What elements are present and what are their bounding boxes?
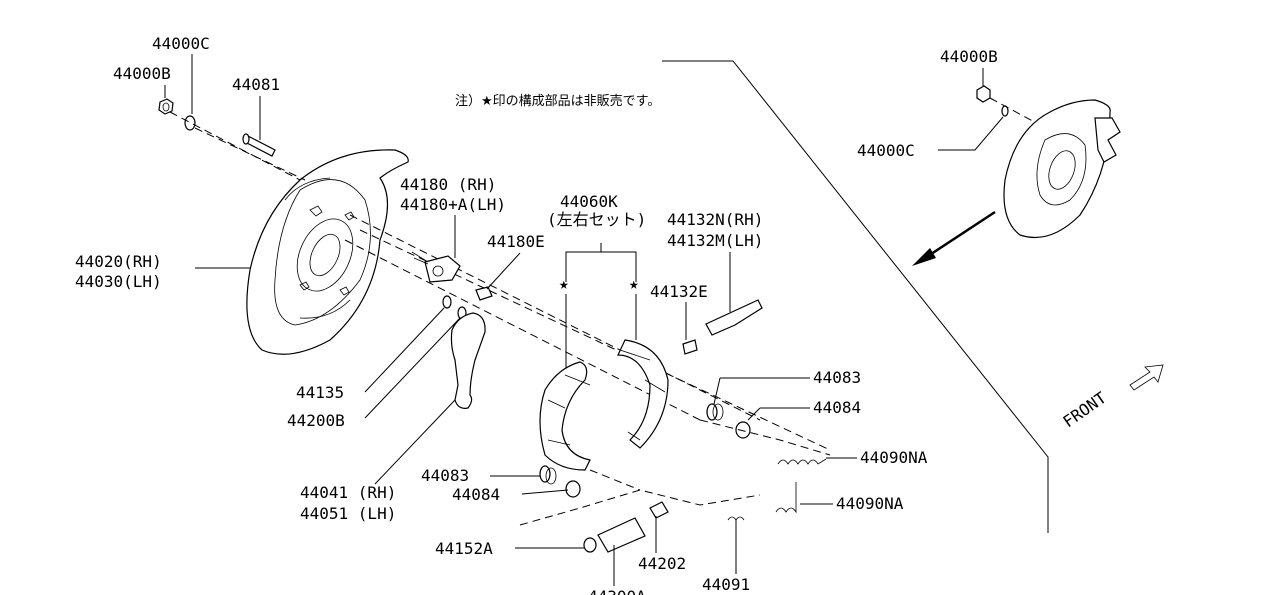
label-44132M: 44132M(LH) <box>667 231 763 250</box>
washer-44135 <box>442 295 452 309</box>
label-44000C-right: 44000C <box>857 141 915 160</box>
adjuster-44180 <box>411 251 461 283</box>
assembly-line <box>359 229 831 451</box>
front-arrow-icon <box>1129 364 1164 391</box>
label-44030: 44030(LH) <box>75 272 162 291</box>
leader-line <box>486 252 521 290</box>
backing-plate-assembly-inset <box>1003 99 1121 239</box>
label-44000B-right: 44000B <box>940 47 998 66</box>
brake-shoe-front <box>539 361 591 471</box>
label-44060K-sub: (左右セット) <box>547 210 646 229</box>
lever-44041 <box>450 312 486 409</box>
note-text: 注）★印の構成部品は非販売です。 <box>455 93 660 109</box>
label-44084-left: 44084 <box>452 485 500 504</box>
label-44020: 44020(RH) <box>75 252 162 271</box>
washer-44000C-left <box>184 115 196 131</box>
label-44060K: 44060K <box>560 192 618 211</box>
clip-44180E <box>475 286 493 301</box>
label-44000C-left: 44000C <box>152 34 210 53</box>
label-44180-rh: 44180 (RH) <box>400 175 496 194</box>
brake-shoe-rear <box>617 339 669 449</box>
label-44083-right: 44083 <box>813 368 861 387</box>
inset-divider <box>662 60 1049 533</box>
cap-44084-left <box>565 480 581 498</box>
adjuster-assembly-44300A <box>583 501 669 553</box>
label-44135: 44135 <box>296 383 344 402</box>
label-44180E: 44180E <box>487 232 545 251</box>
label-44152A: 44152A <box>435 539 493 558</box>
leader-line <box>374 399 456 485</box>
leader-line <box>364 307 445 393</box>
label-44180-lh: 44180+A(LH) <box>400 195 506 214</box>
label-44200B: 44200B <box>287 411 345 430</box>
direction-arrow <box>912 210 996 266</box>
assembly-line <box>169 111 301 181</box>
label-44090NA-1: 44090NA <box>860 448 928 467</box>
star-marker-right: ★ <box>629 274 639 293</box>
label-44202: 44202 <box>638 554 686 573</box>
leader-line <box>747 407 761 421</box>
spring-44090NA-2 <box>775 482 797 514</box>
nut-44000B-left <box>158 98 174 115</box>
label-44084-right: 44084 <box>813 398 861 417</box>
bracket-line <box>565 243 602 282</box>
nut-44000B-right <box>976 85 991 103</box>
backing-plate-44020 <box>246 149 409 355</box>
label-44041: 44041 (RH) <box>300 483 396 502</box>
label-44081: 44081 <box>232 75 280 94</box>
assembly-line <box>989 97 1041 126</box>
group-outline <box>589 469 641 491</box>
leader-line <box>713 377 721 405</box>
leader-line <box>938 116 1004 151</box>
leader-line <box>364 317 461 419</box>
cap-44084-right <box>735 421 751 439</box>
label-44132N: 44132N(RH) <box>667 210 763 229</box>
assembly-line <box>349 214 761 421</box>
leader-line <box>521 489 569 495</box>
spring-44091 <box>727 516 745 521</box>
star-marker-left: ★ <box>559 274 569 293</box>
bolt-44081 <box>242 133 276 157</box>
lever-44132N <box>705 299 763 336</box>
group-outline <box>519 489 761 526</box>
label-44091: 44091 <box>702 575 750 594</box>
spring-44132E <box>682 339 698 355</box>
label-44300A: 44300A <box>588 587 646 595</box>
front-label: FRONT <box>1059 388 1110 431</box>
label-44051: 44051 (LH) <box>300 504 396 523</box>
label-44132E: 44132E <box>650 282 708 301</box>
label-44000B-left: 44000B <box>113 64 171 83</box>
spring-44090NA-1 <box>777 458 827 465</box>
front-indicator: FRONT <box>1059 364 1164 431</box>
bracket-line <box>601 251 637 282</box>
group-outline <box>699 419 831 456</box>
label-44090NA-2: 44090NA <box>836 494 904 513</box>
spring-44083-left <box>539 465 557 485</box>
assembly-line <box>344 239 701 421</box>
label-44083-left: 44083 <box>421 466 469 485</box>
assembly-line <box>194 127 306 181</box>
spring-44083-right <box>706 403 724 421</box>
